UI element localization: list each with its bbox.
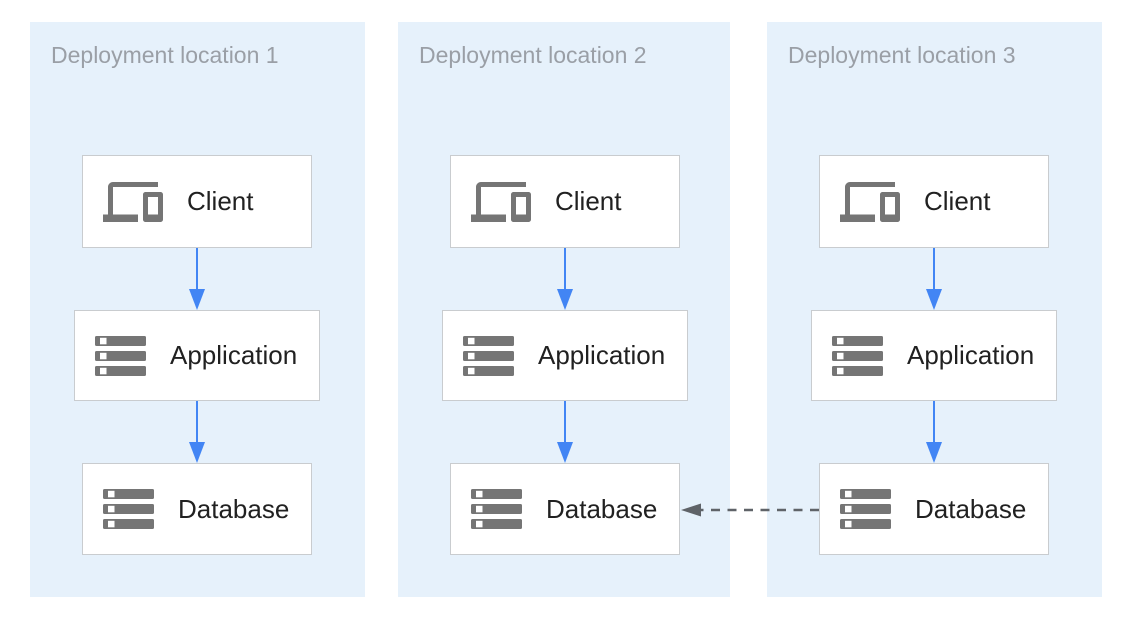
- server-icon: [95, 335, 146, 376]
- node-client: Client: [450, 155, 680, 248]
- panel-title: Deployment location 1: [51, 42, 279, 68]
- node-label: Application: [170, 340, 298, 370]
- devices-icon: [103, 181, 163, 222]
- dashed-arrow-left-icon: [681, 503, 819, 517]
- panel-deployment-location-1: Deployment location 1 Client App: [30, 22, 365, 597]
- node-label: Client: [924, 186, 991, 216]
- server-icon: [103, 489, 154, 529]
- panel-title: Deployment location 3: [788, 42, 1016, 68]
- node-client: Client: [82, 155, 312, 248]
- arrow-down-icon: [557, 248, 573, 310]
- arrow-down-icon: [189, 401, 205, 463]
- node-database: Database: [450, 463, 680, 555]
- panel-deployment-location-3: Deployment location 3 Client App: [767, 22, 1102, 597]
- node-label: Database: [546, 493, 658, 524]
- arrow-down-icon: [926, 401, 942, 463]
- node-application: Application: [74, 310, 320, 401]
- node-label: Application: [907, 340, 1035, 370]
- node-application: Application: [442, 310, 688, 401]
- node-label: Database: [915, 493, 1027, 524]
- arrow-down-icon: [557, 401, 573, 463]
- devices-icon: [471, 181, 531, 222]
- devices-icon: [840, 181, 900, 222]
- node-database: Database: [82, 463, 312, 555]
- node-database: Database: [819, 463, 1049, 555]
- node-application: Application: [811, 310, 1057, 401]
- server-icon: [840, 489, 891, 529]
- arrow-down-icon: [926, 248, 942, 310]
- node-label: Database: [178, 493, 290, 524]
- server-icon: [832, 335, 883, 376]
- server-icon: [463, 335, 514, 376]
- node-label: Application: [538, 340, 666, 370]
- node-label: Client: [555, 186, 622, 216]
- node-label: Client: [187, 186, 254, 216]
- panel-deployment-location-2: Deployment location 2 Client App: [398, 22, 730, 597]
- node-client: Client: [819, 155, 1049, 248]
- arrow-down-icon: [189, 248, 205, 310]
- server-icon: [471, 489, 522, 529]
- panel-title: Deployment location 2: [419, 42, 647, 68]
